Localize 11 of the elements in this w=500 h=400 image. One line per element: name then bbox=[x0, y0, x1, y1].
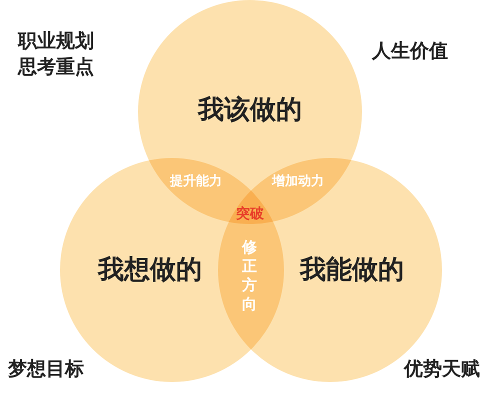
region-label: 提升能力 bbox=[170, 173, 222, 190]
region-label: 人生价值 bbox=[372, 39, 448, 64]
circle-label: 我能做的 bbox=[300, 254, 404, 287]
circle-label: 我该做的 bbox=[198, 94, 302, 127]
region-label: 优势天赋 bbox=[404, 357, 480, 382]
region-label: 突破 bbox=[236, 205, 264, 223]
region-label: 增加动力 bbox=[272, 173, 324, 190]
circle-label: 我想做的 bbox=[98, 254, 202, 287]
title: 职业规划思考重点 bbox=[18, 29, 95, 80]
region-label: 修正方向 bbox=[242, 238, 258, 314]
region-label: 梦想目标 bbox=[8, 357, 84, 382]
